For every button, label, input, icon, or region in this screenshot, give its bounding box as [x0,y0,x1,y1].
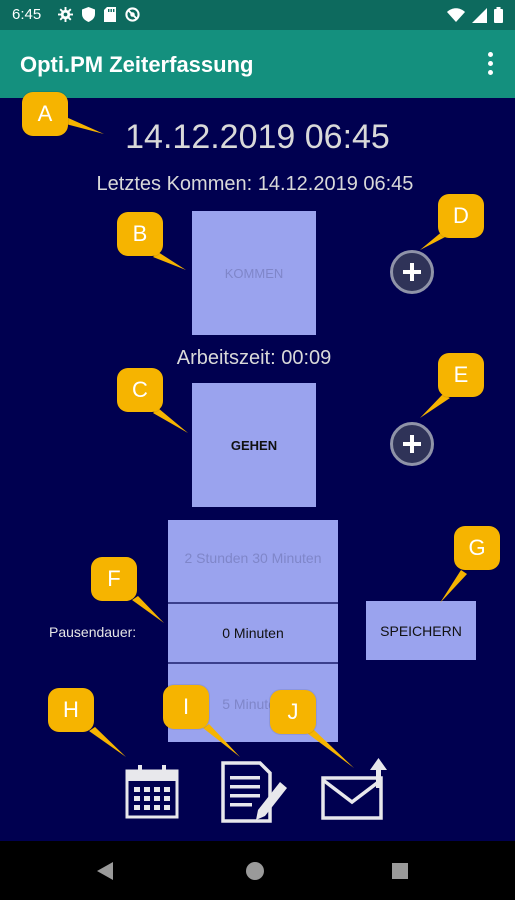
callout-a: A [22,92,68,136]
gehen-button[interactable]: GEHEN [192,383,316,507]
navigation-bar [0,841,515,900]
signal-icon [472,7,487,23]
picker-option-selected[interactable]: 0 Minuten [168,602,338,664]
plus-icon [403,263,421,281]
callout-d: D [438,194,484,238]
settings-icon [58,7,73,22]
wifi-icon [447,8,465,22]
callout-g: G [454,526,500,570]
add-kommen-button[interactable] [390,250,434,294]
pause-duration-label: Pausendauer: [49,624,137,640]
more-vert-icon [487,51,493,57]
status-time: 6:45 [12,6,42,23]
send-mail-button[interactable] [320,756,392,827]
shield-icon [82,7,95,22]
app-title: Opti.PM Zeiterfassung [20,52,254,77]
calendar-icon [125,765,179,819]
callout-e: E [438,353,484,397]
last-come-text: Letztes Kommen: 14.12.2019 06:45 [96,173,414,195]
worktime-text: Arbeitszeit: 00:09 [176,347,332,369]
edit-document-button[interactable] [220,760,290,829]
kommen-label: KOMMEN [224,265,284,281]
back-triangle-icon [97,861,113,880]
overflow-menu-button[interactable] [483,48,497,78]
save-label: SPEICHERN [380,622,462,639]
callout-h: H [48,688,94,732]
callout-f: F [91,557,137,601]
callout-c: C [117,368,163,412]
picker-option[interactable]: 2 Stunden 30 Minuten [184,550,322,566]
home-circle-icon [246,861,264,880]
edit-document-icon [221,761,287,823]
callout-j: J [270,690,316,734]
back-button[interactable] [75,841,135,900]
status-bar: 6:45 [0,0,515,30]
callout-i: I [163,685,209,729]
kommen-button[interactable]: KOMMEN [192,211,316,335]
calendar-button[interactable] [124,763,180,824]
add-gehen-button[interactable] [390,422,434,466]
app-bar [0,30,515,98]
mail-upload-icon [321,758,387,820]
sd-card-icon [104,7,116,22]
save-button[interactable]: SPEICHERN [366,601,476,660]
battery-icon [494,7,503,23]
gehen-label: GEHEN [230,437,278,453]
current-datetime: 14.12.2019 06:45 [125,118,390,156]
picker-option[interactable]: 5 Minuten [222,696,284,712]
plus-icon [403,435,421,453]
home-button[interactable] [225,841,285,900]
recents-square-icon [392,862,408,879]
callout-b: B [117,212,163,256]
recents-button[interactable] [370,841,430,900]
no-sync-icon [125,7,140,22]
